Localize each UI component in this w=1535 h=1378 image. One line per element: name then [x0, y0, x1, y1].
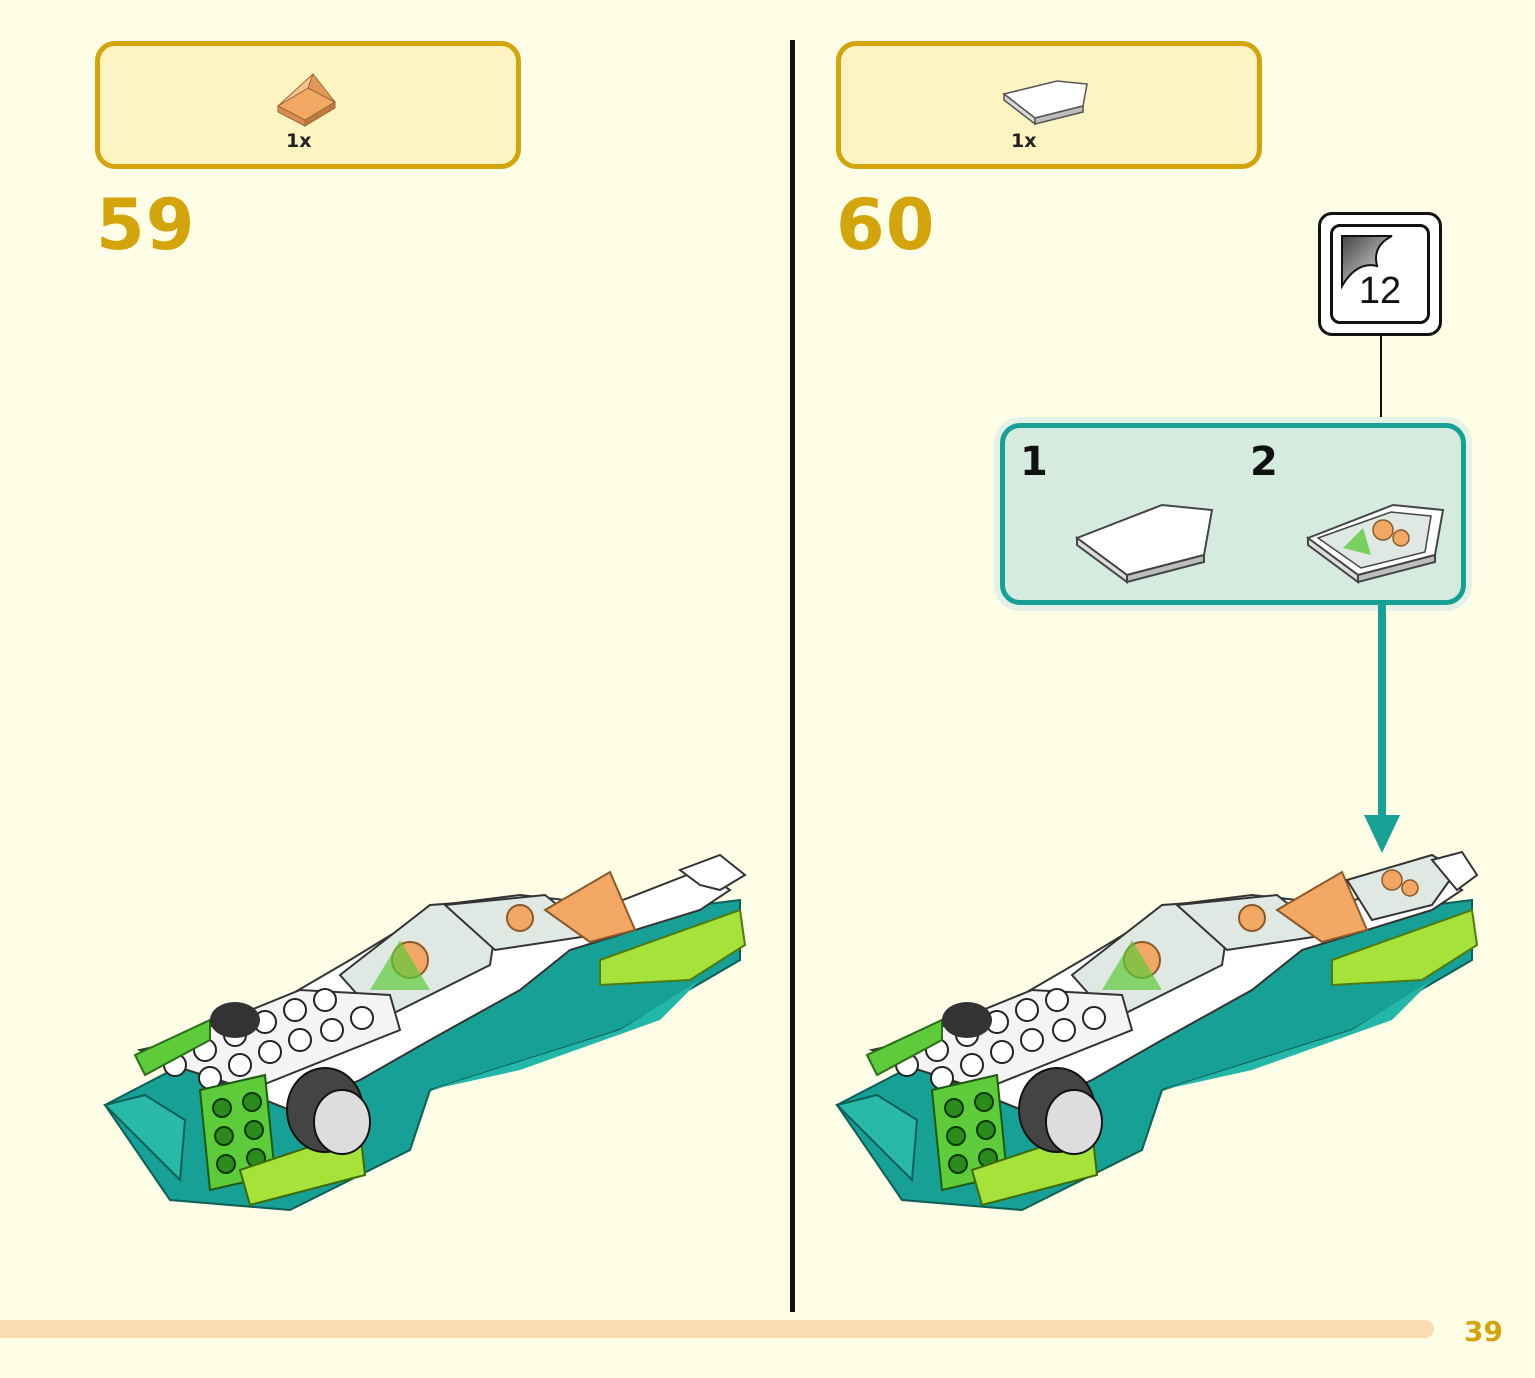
step-divider [790, 40, 795, 1312]
substep-label-2: 2 [1250, 439, 1278, 485]
parts-callout-60: 1x [836, 41, 1262, 169]
white-tile-icon [1002, 80, 1088, 126]
sticker-number: 12 [1358, 270, 1402, 312]
orange-slope-icon [276, 72, 337, 127]
page-number: 39 [1464, 1315, 1503, 1348]
part-quantity: 1x [1011, 130, 1037, 152]
parts-callout-59: 1x [95, 41, 521, 169]
model-assembly-59 [103, 853, 747, 1212]
down-arrow-icon [1364, 605, 1400, 853]
substep-label-1: 1 [1020, 439, 1048, 485]
sticker-curl-icon [1341, 235, 1393, 290]
step-number: 59 [96, 184, 196, 266]
sticker-callout: 12 [1318, 212, 1442, 336]
footer-bar [0, 1320, 1434, 1338]
model-assembly-60 [835, 850, 1479, 1212]
blank-tile-icon [1074, 503, 1214, 584]
stickered-tile-icon [1305, 503, 1445, 584]
part-quantity: 1x [286, 130, 312, 152]
step-number: 60 [836, 184, 936, 266]
